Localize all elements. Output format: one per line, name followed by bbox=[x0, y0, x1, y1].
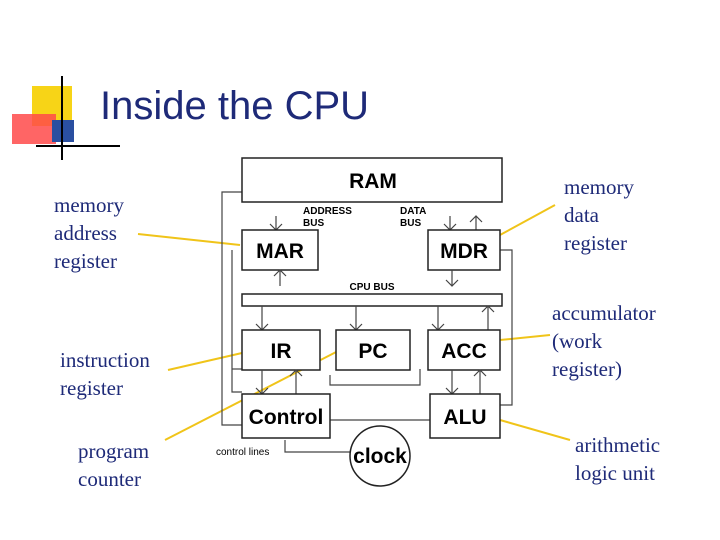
clock-label: clock bbox=[353, 445, 407, 468]
address-bus-label-1: ADDRESS bbox=[303, 206, 352, 217]
arrow-bus-ir bbox=[255, 306, 269, 331]
acc-label: ACC bbox=[441, 340, 487, 363]
arrow-mdr-ram bbox=[469, 215, 483, 230]
label-program-counter: program counter bbox=[78, 439, 150, 491]
label-memory-data-register: memory data register bbox=[564, 175, 634, 255]
cpu-bus-label: CPU BUS bbox=[349, 282, 394, 293]
ram-label: RAM bbox=[349, 170, 397, 193]
control-wire-right bbox=[500, 249, 513, 406]
pc-box bbox=[335, 329, 411, 371]
arrow-alu-acc bbox=[473, 369, 487, 394]
leader-line-acc bbox=[499, 334, 551, 341]
logo-red-square bbox=[12, 114, 56, 144]
leader-line-ir bbox=[167, 352, 243, 371]
bus-arrows-top bbox=[269, 215, 483, 231]
ir-box bbox=[241, 329, 321, 371]
label-memory-address-register: memory address register bbox=[54, 193, 124, 273]
arrow-ram-mar-1 bbox=[269, 216, 283, 231]
slide-logo-decoration bbox=[12, 76, 120, 160]
arrow-bus-acc bbox=[431, 306, 445, 331]
control-label: Control bbox=[249, 406, 324, 429]
mdr-label: MDR bbox=[440, 240, 488, 263]
mar-box bbox=[241, 229, 319, 271]
ram-box bbox=[241, 157, 503, 203]
arrow-ir-control bbox=[255, 370, 269, 395]
pc-label: PC bbox=[358, 340, 387, 363]
clock-circle bbox=[349, 425, 411, 487]
control-lines-wire bbox=[284, 440, 350, 453]
leader-line-alu bbox=[499, 419, 571, 441]
leader-line-mar bbox=[137, 233, 241, 246]
cpu-bus-bar bbox=[241, 293, 503, 307]
label-accumulator: accumulator (work register) bbox=[552, 301, 656, 381]
arrow-bus-pc bbox=[349, 306, 363, 331]
slide-title: Inside the CPU bbox=[100, 84, 370, 128]
control-wire-inner bbox=[231, 250, 242, 393]
arrow-acc-alu bbox=[445, 370, 459, 395]
control-box bbox=[241, 393, 331, 439]
address-bus-label-2: BUS bbox=[303, 218, 324, 229]
control-wire-left bbox=[221, 191, 242, 426]
acc-box bbox=[427, 329, 501, 371]
label-instruction-register: instruction register bbox=[60, 348, 150, 400]
mar-label: MAR bbox=[256, 240, 304, 263]
ir-label: IR bbox=[271, 340, 292, 363]
bus-arrows-middle bbox=[255, 305, 495, 331]
bus-arrows-bottom bbox=[255, 369, 487, 395]
data-bus-label-1: DATA bbox=[400, 206, 426, 217]
control-lines-label: control lines bbox=[216, 447, 269, 458]
leader-line-mdr bbox=[499, 204, 556, 236]
arrow-cpubus-mar bbox=[273, 269, 287, 286]
arrow-acc-bus bbox=[481, 305, 495, 330]
data-bus-label-2: BUS bbox=[400, 218, 421, 229]
label-arithmetic-logic-unit: arithmetic logic unit bbox=[575, 433, 661, 485]
mdr-box bbox=[427, 229, 501, 271]
control-wire-pc-acc bbox=[329, 369, 421, 386]
arrow-control-ir bbox=[289, 369, 303, 394]
arrow-ram-mdr-1 bbox=[443, 216, 457, 231]
alu-label: ALU bbox=[443, 406, 486, 429]
alu-box bbox=[429, 393, 501, 439]
arrow-mdr-cpubus bbox=[445, 270, 459, 287]
